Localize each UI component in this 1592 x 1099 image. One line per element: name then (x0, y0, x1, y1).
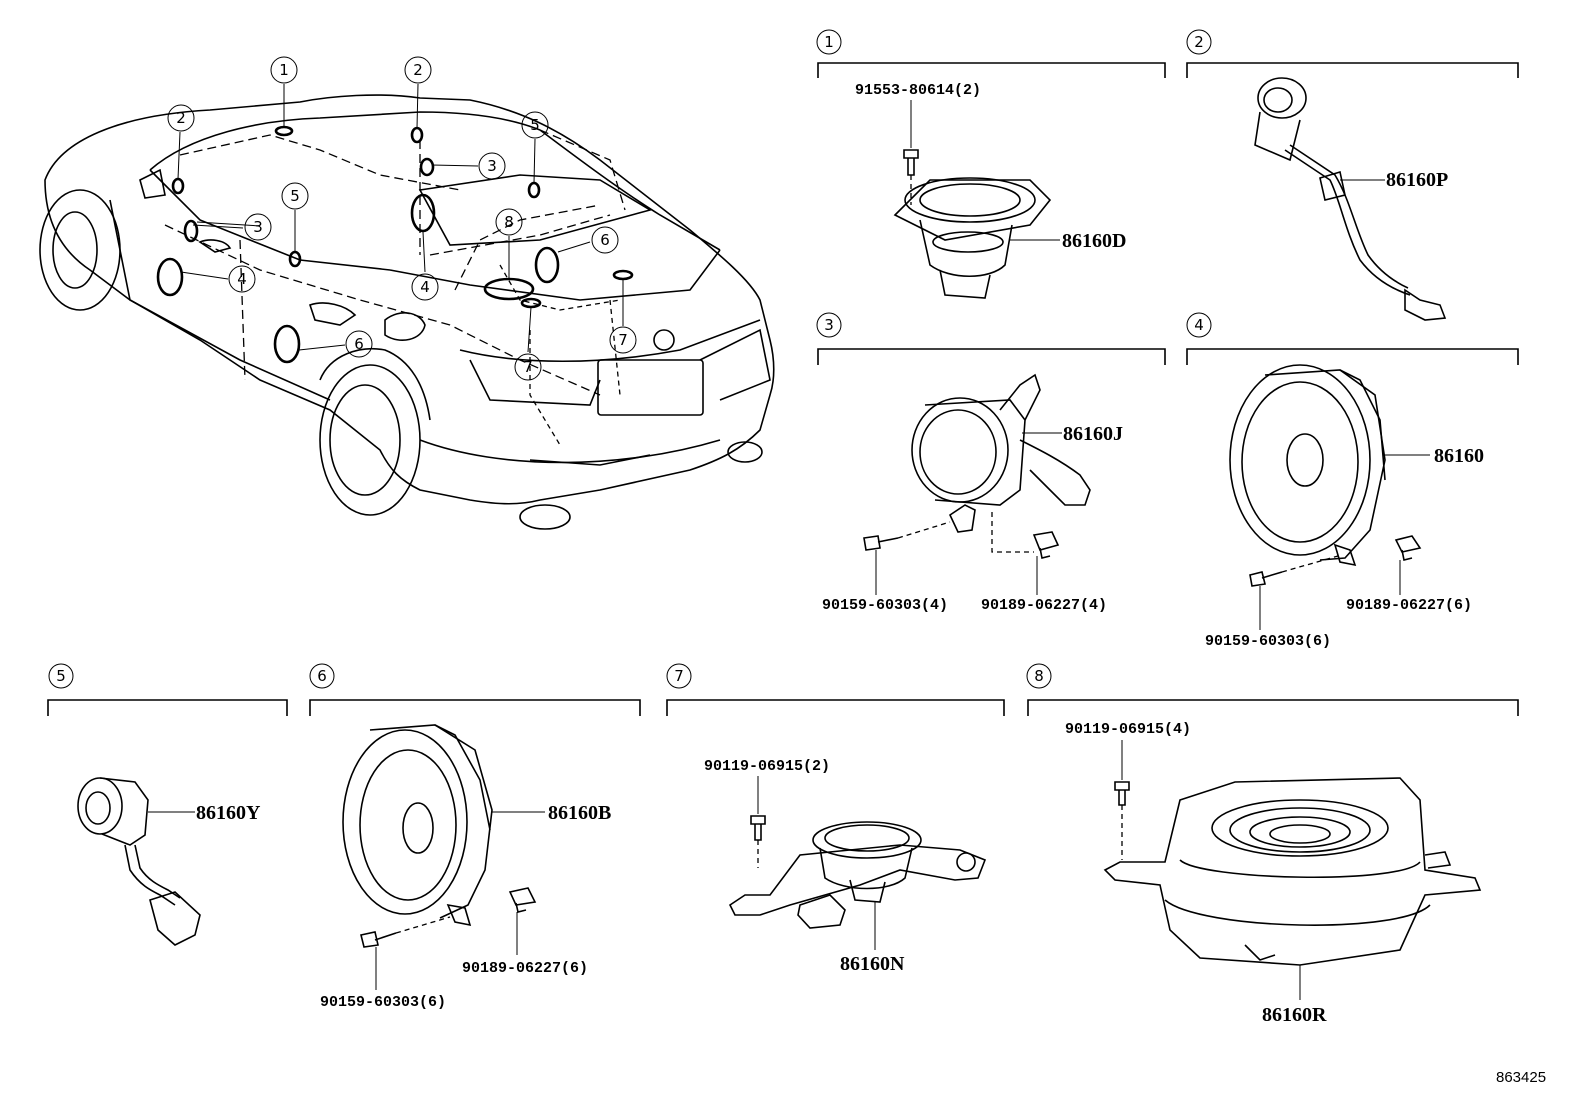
section-5: 5 86160Y (47, 663, 288, 946)
part-label: 90189-06227(4) (981, 597, 1107, 614)
svg-text:2: 2 (176, 109, 186, 127)
section-number: 4 (1194, 316, 1204, 334)
section-number: 8 (1034, 667, 1044, 685)
callout-2b: 2 (404, 56, 432, 84)
callout-6b: 6 (591, 226, 619, 254)
callout-5b: 5 (521, 111, 549, 139)
svg-text:5: 5 (530, 116, 540, 134)
part-label: 86160Y (196, 802, 261, 824)
callout-1: 1 (270, 56, 298, 84)
callout-4b: 4 (411, 273, 439, 301)
callout-3a: 3 (244, 213, 272, 241)
callout-4a: 4 (228, 265, 256, 293)
part-label: 86160R (1262, 1004, 1327, 1026)
section-6: 6 86160B 90189-06227(6) 90159-60303(6) (309, 663, 641, 1011)
part-label: 90159-60303(6) (320, 994, 446, 1011)
svg-text:3: 3 (487, 157, 497, 175)
section-number: 2 (1194, 33, 1204, 51)
part-label: 91553-80614(2) (855, 82, 981, 99)
svg-text:5: 5 (290, 187, 300, 205)
callout-8: 8 (495, 208, 523, 236)
part-label: 90159-60303(4) (822, 597, 948, 614)
section-number: 5 (56, 667, 66, 685)
part-label: 86160D (1062, 230, 1126, 252)
section-number: 6 (317, 667, 327, 685)
section-number: 3 (824, 316, 834, 334)
part-label: 86160 (1434, 445, 1484, 467)
part-label: 90189-06227(6) (462, 960, 588, 977)
part-label: 90119-06915(4) (1065, 721, 1191, 738)
diagram-reference-number: 863425 (1496, 1069, 1546, 1086)
callout-3b: 3 (478, 152, 506, 180)
section-4: 4 86160 90189-06227(6) 90159-60303(6) (1186, 312, 1519, 650)
section-8: 8 90119-06915(4) 86160R (1026, 663, 1519, 1026)
section-3: 3 86160J 90159-60303(4) 90189-06227(4) (816, 312, 1166, 614)
callout-7a: 7 (514, 353, 542, 381)
car-illustration: 1 2 2 3 3 4 4 5 5 6 6 7 7 8 (39, 56, 775, 530)
section-number: 1 (824, 33, 834, 51)
section-1: 1 91553-80614(2) 86160D (816, 29, 1166, 299)
svg-text:8: 8 (504, 213, 514, 231)
part-label: 90189-06227(6) (1346, 597, 1472, 614)
part-label: 86160J (1063, 423, 1123, 445)
svg-text:7: 7 (523, 358, 533, 376)
section-number: 7 (674, 667, 684, 685)
svg-text:7: 7 (618, 331, 628, 349)
section-7: 7 90119-06915(2) 86160N (666, 663, 1005, 975)
section-2: 2 86160P (1186, 29, 1519, 321)
part-label: 90159-60303(6) (1205, 633, 1331, 650)
part-label: 86160N (840, 953, 905, 975)
svg-text:3: 3 (253, 218, 263, 236)
svg-text:6: 6 (600, 231, 610, 249)
svg-text:2: 2 (413, 61, 423, 79)
callout-num: 1 (279, 61, 289, 79)
part-label: 86160P (1386, 169, 1448, 191)
callout-6a: 6 (345, 330, 373, 358)
svg-text:6: 6 (354, 335, 364, 353)
part-label: 86160B (548, 802, 611, 824)
callout-7b: 7 (609, 326, 637, 354)
svg-text:4: 4 (420, 278, 430, 296)
callout-2a: 2 (167, 104, 195, 132)
part-label: 90119-06915(2) (704, 758, 830, 775)
svg-text:4: 4 (237, 270, 247, 288)
callout-5a: 5 (281, 182, 309, 210)
